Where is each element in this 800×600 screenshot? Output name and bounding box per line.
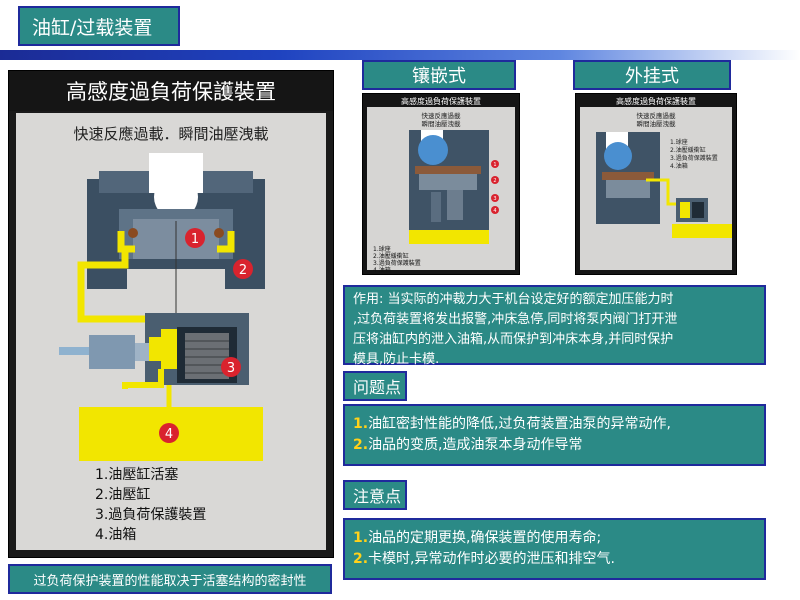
svg-text:2: 2 — [493, 178, 496, 184]
embedded-subheading-2: 瞬間油壓洩載 — [422, 119, 462, 128]
embedded-marker-2: 2 — [491, 176, 499, 184]
main-legend-item: 1.油壓缸活塞 — [95, 466, 178, 483]
issue-text: 油品的变质,造成油泵本身动作导常 — [368, 437, 583, 453]
main-marker-1: 1 — [185, 228, 205, 248]
note-text: 卡模时,异常动作时必要的泄压和排空气. — [368, 551, 615, 567]
external-heading: 高感度過負荷保護裝置 — [616, 96, 696, 106]
note-item: 2.卡模时,异常动作时必要的泄压和排空气. — [353, 549, 756, 570]
issue-number: 1. — [353, 416, 369, 432]
slide-title: 油缸/过载装置 — [18, 6, 180, 46]
note-number: 1. — [353, 530, 369, 546]
function-line: 压将油缸内的泄入油箱,从而保护到冲床本身,并同时保护 — [353, 332, 674, 347]
main-marker-4: 4 — [159, 423, 179, 443]
note-text: 油品的定期更换,确保装置的使用寿命; — [368, 530, 602, 546]
issue-item: 1.油缸密封性能的降低,过负荷装置油泵的异常动作, — [353, 414, 756, 435]
svg-text:3: 3 — [493, 196, 496, 202]
svg-text:4: 4 — [493, 208, 496, 214]
external-subheading-2: 瞬間油壓洩載 — [637, 119, 677, 128]
title-divider — [0, 50, 800, 60]
external-subheading: 快速反應過載 — [637, 111, 677, 120]
embedded-marker-3: 3 — [491, 194, 499, 202]
function-line: 模具,防止卡模. — [353, 352, 440, 367]
issue-item: 2.油品的变质,造成油泵本身动作导常 — [353, 435, 756, 456]
note-item: 1.油品的定期更换,确保装置的使用寿命; — [353, 528, 756, 549]
main-heading: 高感度過負荷保護裝置 — [66, 80, 276, 104]
external-diagram: 高感度過負荷保護裝置 快速反應過載 瞬間油壓洩載 1.球座 2.油壓緩衝缸 3.… — [580, 96, 732, 270]
embedded-diagram: 高感度過負荷保護裝置 快速反應過載 瞬間油壓洩載 1 2 3 4 1.球座 2.… — [367, 96, 515, 274]
issues-list: 1.油缸密封性能的降低,过负荷装置油泵的异常动作, 2.油品的变质,造成油泵本身… — [343, 404, 766, 466]
tab-embedded: 镶嵌式 — [362, 60, 516, 90]
svg-text:4: 4 — [165, 427, 173, 442]
main-subheading: 快速反應過載．瞬間油壓洩載 — [73, 125, 268, 143]
external-diagram-panel: 高感度過負荷保護裝置 快速反應過載 瞬間油壓洩載 1.球座 2.油壓緩衝缸 3.… — [575, 93, 737, 275]
svg-text:2: 2 — [239, 263, 247, 278]
external-legend-item: 2.油壓緩衝缸 — [670, 146, 706, 154]
svg-text:3: 3 — [227, 361, 235, 376]
main-diagram-panel: 高感度過負荷保護裝置 快速反應過載．瞬間油壓洩載 — [8, 70, 334, 558]
embedded-heading: 高感度過負荷保護裝置 — [401, 96, 481, 106]
function-description: 作用: 当实际的冲裁力大于机台设定好的额定加压能力时 ,过负荷装置将发出报警,冲… — [343, 285, 766, 367]
embedded-legend-item: 3.過負荷保護裝置 — [373, 259, 421, 267]
external-legend-item: 3.過負荷保護裝置 — [670, 154, 718, 162]
embedded-marker-1: 1 — [491, 160, 499, 168]
main-diagram: 高感度過負荷保護裝置 快速反應過載．瞬間油壓洩載 — [9, 71, 333, 550]
main-legend-item: 2.油壓缸 — [95, 486, 150, 503]
embedded-legend-item: 1.球座 — [373, 245, 391, 253]
issue-number: 2. — [353, 437, 369, 453]
svg-text:1: 1 — [191, 232, 199, 247]
function-line: 作用: 当实际的冲裁力大于机台设定好的额定加压能力时 — [353, 292, 674, 307]
external-legend-item: 4.油箱 — [670, 162, 688, 170]
issues-label: 问题点 — [343, 371, 407, 401]
issue-text: 油缸密封性能的降低,过负荷装置油泵的异常动作, — [368, 416, 671, 432]
embedded-marker-4: 4 — [491, 206, 499, 214]
embedded-legend-item: 4.油箱 — [373, 266, 391, 274]
svg-text:1: 1 — [493, 162, 496, 168]
note-number: 2. — [353, 551, 369, 567]
main-marker-2: 2 — [233, 259, 253, 279]
external-legend-item: 1.球座 — [670, 138, 688, 146]
function-line: ,过负荷装置将发出报警,冲床急停,同时将泵内阀门打开泄 — [353, 312, 678, 327]
figure-caption: 过负荷保护装置的性能取决于活塞结构的密封性 — [8, 564, 332, 594]
tab-external: 外挂式 — [573, 60, 731, 90]
notes-label: 注意点 — [343, 480, 407, 510]
notes-list: 1.油品的定期更换,确保装置的使用寿命; 2.卡模时,异常动作时必要的泄压和排空… — [343, 518, 766, 580]
main-legend-item: 4.油箱 — [95, 527, 136, 543]
embedded-diagram-panel: 高感度過負荷保護裝置 快速反應過載 瞬間油壓洩載 1 2 3 4 1.球座 2.… — [362, 93, 520, 275]
main-legend-item: 3.過負荷保護裝置 — [95, 507, 206, 523]
embedded-legend-item: 2.油壓緩衝缸 — [373, 252, 409, 260]
main-marker-3: 3 — [221, 357, 241, 377]
embedded-subheading: 快速反應過載 — [422, 111, 462, 120]
